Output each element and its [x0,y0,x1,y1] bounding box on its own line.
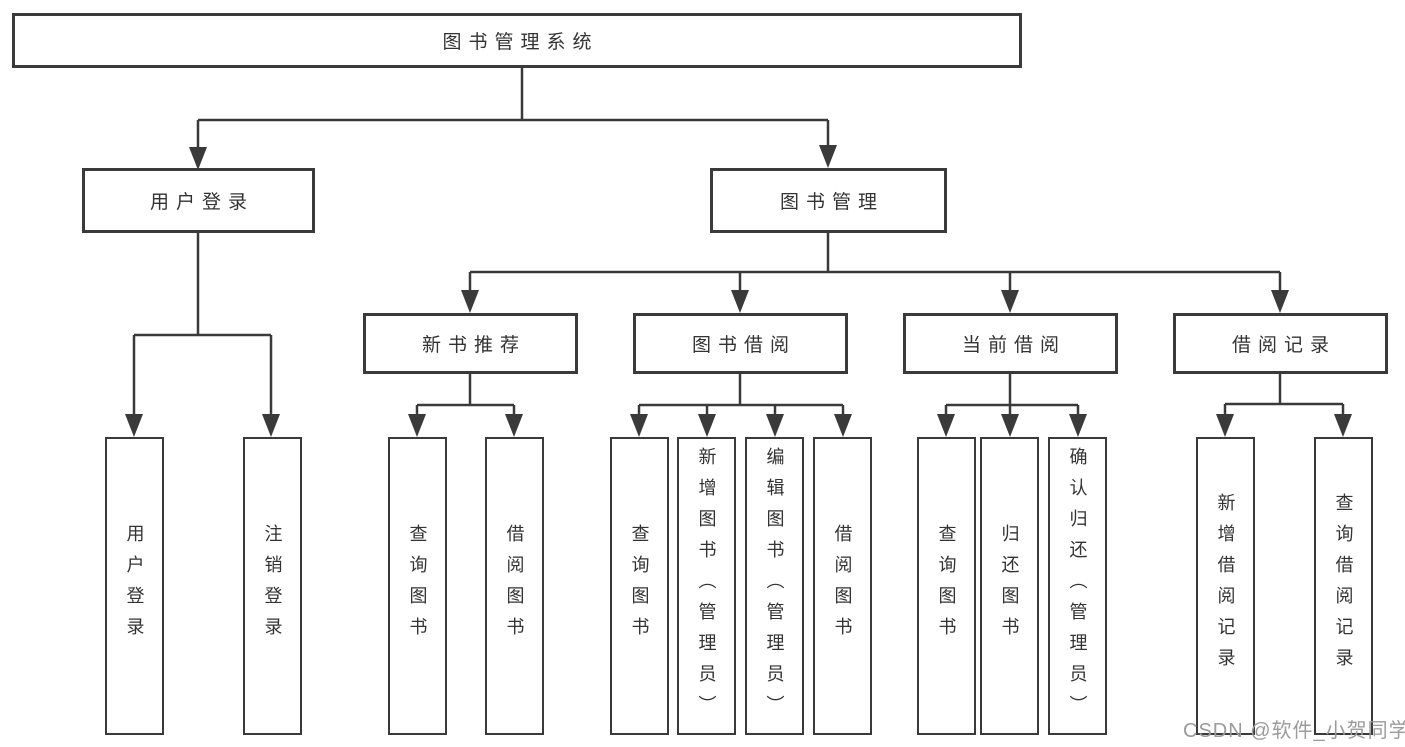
connector-root-split [189,68,837,170]
node-new-book-recommend: 新书推荐 [363,313,578,374]
leaf-borrow-books-label: 借阅图书 [832,524,853,648]
leaf-add-books-admin: 新增图书（管理员） [677,437,736,735]
leaf-confirm-return-admin: 确认归还（管理员） [1048,437,1107,735]
node-borrow-records: 借阅记录 [1173,313,1388,374]
leaf-confirm-return-admin-label: 确认归还（管理员） [1067,446,1088,726]
leaf-logout-label: 注销登录 [262,524,283,648]
node-new-book-recommend-label: 新书推荐 [421,335,526,356]
leaf-edit-books-admin: 编辑图书（管理员） [745,437,804,735]
node-user-login: 用户登录 [82,168,315,233]
leaf-return-books: 归还图书 [980,437,1039,735]
node-book-management-label: 图书管理 [779,192,884,213]
node-book-management: 图书管理 [710,168,947,233]
leaf-borrow-query-books: 查询图书 [610,437,669,735]
leaf-recommend-borrow-books-label: 借阅图书 [504,524,525,648]
leaf-borrow-books: 借阅图书 [813,437,872,735]
leaf-add-borrow-record-label: 新增借阅记录 [1215,493,1236,679]
leaf-edit-books-admin-label: 编辑图书（管理员） [764,446,785,726]
leaf-recommend-query-books-label: 查询图书 [407,524,428,648]
connector-group2-split [937,374,1087,437]
csdn-watermark: CSDN @软件_小贺同学 [1183,720,1405,742]
leaf-add-borrow-record: 新增借阅记录 [1196,437,1255,735]
connector-group0-split [408,374,523,437]
leaf-current-query-books: 查询图书 [917,437,976,735]
node-current-borrow: 当前借阅 [903,313,1118,374]
node-book-borrow-label: 图书借阅 [691,335,796,356]
node-borrow-records-label: 借阅记录 [1231,335,1336,356]
leaf-recommend-borrow-books: 借阅图书 [485,437,544,735]
connector-mgmt-split [461,233,1289,313]
connector-group3-split [1216,374,1352,437]
leaf-current-query-books-label: 查询图书 [936,524,957,648]
leaf-user-login: 用户登录 [105,437,164,735]
leaf-query-borrow-record: 查询借阅记录 [1314,437,1373,735]
node-root-label: 图书管理系统 [442,32,599,53]
leaf-borrow-query-books-label: 查询图书 [629,524,650,648]
leaf-logout: 注销登录 [243,437,302,735]
connector-login-split [125,233,280,437]
node-book-borrow: 图书借阅 [633,313,848,374]
leaf-recommend-query-books: 查询图书 [388,437,447,735]
node-current-borrow-label: 当前借阅 [961,335,1066,356]
connector-group1-split [630,374,852,437]
leaf-add-books-admin-label: 新增图书（管理员） [696,446,717,726]
node-root: 图书管理系统 [12,13,1022,68]
leaf-return-books-label: 归还图书 [999,524,1020,648]
leaf-query-borrow-record-label: 查询借阅记录 [1333,493,1354,679]
node-user-login-label: 用户登录 [149,192,254,213]
leaf-user-login-label: 用户登录 [124,524,145,648]
